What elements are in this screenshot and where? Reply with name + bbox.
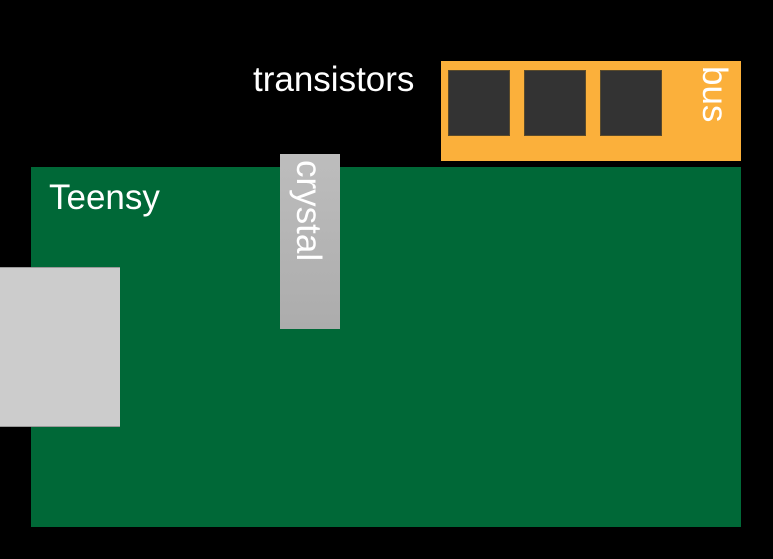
bus-component [441,61,741,161]
usb-connector [0,267,120,427]
transistors-label: transistors [253,60,415,99]
teensy-label: Teensy [49,178,160,217]
transistor-chip [448,70,510,136]
crystal-label: crystal [289,160,328,262]
transistor-chip [600,70,662,136]
teensy-board [31,167,741,527]
bus-label: bus [695,66,734,123]
transistor-chip [524,70,586,136]
crystal-label-wrapper: crystal [280,154,340,329]
crystal-component [280,154,340,329]
